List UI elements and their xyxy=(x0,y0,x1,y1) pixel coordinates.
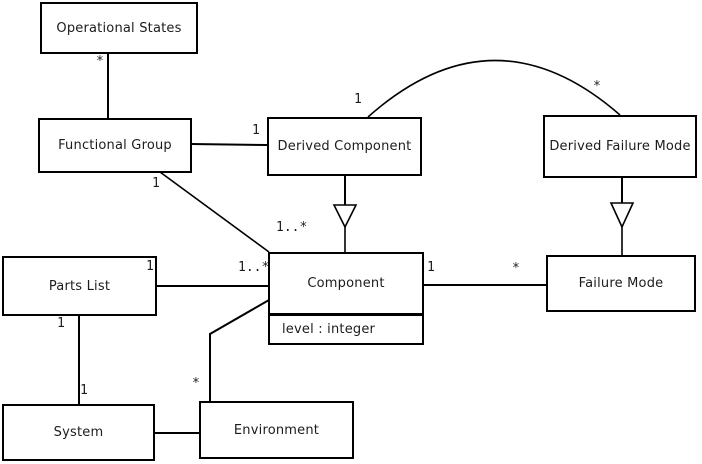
multiplicity-label: 1..* xyxy=(238,260,270,275)
hollow-triangle-arrowhead xyxy=(609,202,635,229)
class-name: Derived Component xyxy=(277,139,412,154)
association-component-environment xyxy=(209,299,270,401)
class-failure-mode[interactable]: Failure Mode xyxy=(546,255,696,312)
class-name: Parts List xyxy=(48,278,111,294)
hollow-triangle-arrowhead xyxy=(332,204,358,229)
class-name: Component xyxy=(307,276,385,291)
class-system[interactable]: System xyxy=(2,404,155,461)
generalization-derivedcomponent-component xyxy=(332,175,358,252)
multiplicity-label: 1 xyxy=(152,176,160,191)
multiplicity-label: 1 xyxy=(146,259,154,274)
multiplicity-label: 1 xyxy=(57,316,65,331)
generalization-derivedfailuremode-failuremode xyxy=(609,177,635,255)
class-name: Failure Mode xyxy=(578,276,664,291)
association-functionalgroup-derivedcomponent xyxy=(190,143,268,146)
class-environment[interactable]: Environment xyxy=(199,401,354,459)
class-functional-group[interactable]: Functional Group xyxy=(38,118,192,173)
association-derivedcomponent-derivedfailuremode-arc xyxy=(367,59,621,118)
class-component[interactable]: Component level : integer xyxy=(268,252,424,345)
class-derived-failure-mode[interactable]: Derived Failure Mode xyxy=(543,115,697,178)
class-name: Functional Group xyxy=(58,138,172,153)
class-name: Operational States xyxy=(56,20,182,36)
multiplicity-label: 1 xyxy=(427,260,435,275)
class-derived-component[interactable]: Derived Component xyxy=(267,117,422,176)
class-parts-list[interactable]: Parts List xyxy=(2,256,157,316)
class-operational-states[interactable]: Operational States xyxy=(40,2,198,54)
class-name: System xyxy=(53,425,104,440)
class-name: Environment xyxy=(233,422,320,438)
multiplicity-label: * xyxy=(593,79,601,94)
class-name: Derived Failure Mode xyxy=(549,139,691,154)
multiplicity-label: * xyxy=(192,376,200,391)
multiplicity-label: 1 xyxy=(354,92,362,107)
multiplicity-label: * xyxy=(96,54,104,69)
component-name-compartment: Component xyxy=(270,254,422,313)
multiplicity-label: 1 xyxy=(252,123,260,138)
association-functionalgroup-component xyxy=(159,171,270,253)
class-attribute: level : integer xyxy=(282,322,376,337)
multiplicity-label: 1..* xyxy=(276,220,308,235)
multiplicity-label: * xyxy=(512,261,520,276)
component-attribute-compartment: level : integer xyxy=(270,313,422,343)
multiplicity-label: 1 xyxy=(80,383,88,398)
